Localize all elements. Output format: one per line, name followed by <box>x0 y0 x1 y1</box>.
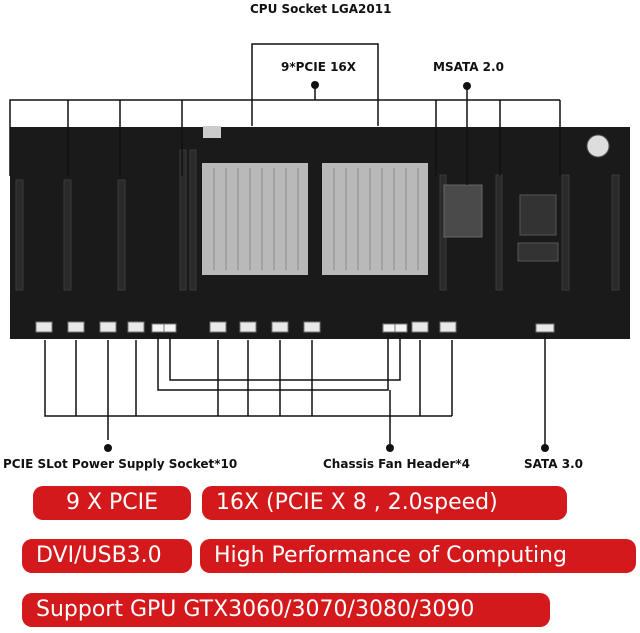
callout-cpu-socket: CPU Socket LGA2011 <box>250 2 392 16</box>
pcie-slots <box>15 149 620 291</box>
banner-pcie-count: 9 X PCIE <box>33 486 191 520</box>
chip <box>519 194 557 236</box>
callout-lines <box>9 43 561 448</box>
banner-pcie-speed: 16X (PCIE X 8 , 2.0speed) <box>202 486 567 520</box>
callout-sata: SATA 3.0 <box>524 457 583 471</box>
fan-headers <box>151 323 408 333</box>
sata-port <box>535 323 555 333</box>
usb-port <box>203 126 221 138</box>
chip <box>517 242 559 262</box>
callout-msata: MSATA 2.0 <box>433 60 504 74</box>
banner-dvi-usb: DVI/USB3.0 <box>22 539 192 573</box>
msata-slot <box>443 184 483 238</box>
banner-gpu-support: Support GPU GTX3060/3070/3080/3090 <box>22 593 550 627</box>
callout-chassis-fan: Chassis Fan Header*4 <box>323 457 471 471</box>
cpu-heatsink-right <box>322 163 428 275</box>
motherboard-diagram <box>9 43 630 452</box>
callout-pcie-power: PCIE SLot Power Supply Socket*10 <box>3 457 238 471</box>
banner-performance: High Performance of Computing <box>200 539 636 573</box>
power-connectors <box>35 321 457 333</box>
cmos-battery <box>586 134 610 158</box>
cpu-heatsink-left <box>202 163 308 275</box>
callout-pcie-16x: 9*PCIE 16X <box>281 60 357 74</box>
callout-dots <box>104 81 549 452</box>
